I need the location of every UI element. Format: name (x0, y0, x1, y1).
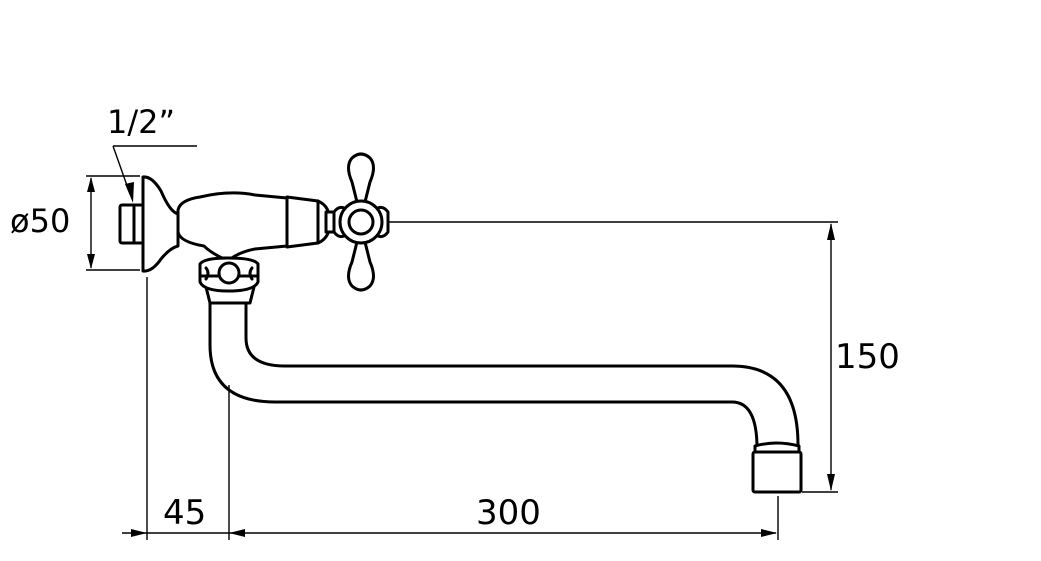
thread-dimension: 1/2” (107, 103, 197, 203)
spout (208, 298, 803, 494)
swivel-collar (198, 256, 260, 305)
spout-height-label: 150 (835, 337, 900, 377)
cross-handle (332, 152, 390, 292)
wall-mount-faucet (118, 152, 803, 494)
flange-diameter-label: ø50 (10, 202, 70, 240)
height-arrow-top (827, 223, 835, 240)
valve-body (176, 191, 338, 260)
thread-size-label: 1/2” (107, 103, 175, 141)
flange-diameter-dimension: ø50 (10, 175, 140, 271)
dimension-annotations: 1/2” ø50 150 (10, 103, 900, 540)
flange-arrow-top (87, 177, 95, 192)
spout-reach-label: 300 (476, 493, 541, 533)
outlet-arrow (761, 529, 777, 537)
wall-arrow (131, 529, 147, 537)
height-arrow-bottom (827, 474, 835, 491)
horizontal-dimensions: 45 300 (122, 277, 779, 540)
flange-arrow-bottom (87, 254, 95, 269)
wall-flange (118, 175, 180, 273)
spout-axis-arrow (229, 529, 245, 537)
wall-offset-label: 45 (163, 493, 206, 533)
height-dimension: 150 (388, 221, 900, 493)
thread-arrow (125, 182, 134, 203)
